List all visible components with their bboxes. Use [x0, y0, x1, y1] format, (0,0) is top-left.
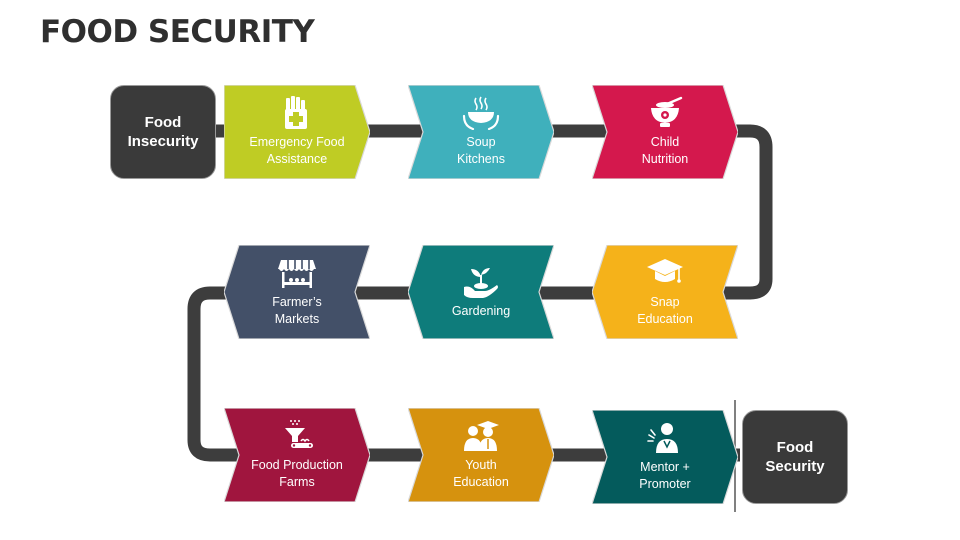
mentor-icon	[647, 423, 678, 453]
step-label: Food Production Farms	[251, 458, 343, 489]
step-gardening: Gardening	[408, 245, 554, 339]
step-mentor-promoter: Mentor + Promoter	[592, 410, 738, 504]
step-farmers-markets: Farmer’s Markets	[224, 245, 370, 339]
graduation-cap-icon	[647, 259, 683, 283]
step-snap-education: Snap Education	[592, 245, 738, 339]
step-child-nutrition: Child Nutrition	[592, 85, 738, 179]
start-label: Food Insecurity	[127, 114, 199, 150]
step-soup-kitchens: Soup Kitchens	[408, 85, 554, 179]
step-label: Mentor + Promoter	[639, 460, 691, 491]
step-emergency-food: Emergency Food Assistance	[224, 85, 370, 179]
step-label: Gardening	[451, 303, 511, 318]
end-label: Food Security	[765, 439, 825, 475]
step-label: Farmer’s Markets	[272, 295, 322, 326]
start-box: Food Insecurity	[110, 85, 216, 179]
page-title: FOOD SECURITY	[40, 14, 315, 50]
end-box: Food Security	[742, 410, 848, 504]
market-stall-icon	[278, 260, 316, 288]
soup-bowl-icon	[462, 96, 500, 130]
step-food-production-farms: Food Production Farms	[224, 408, 370, 502]
step-label: Child Nutrition	[641, 135, 689, 166]
step-label: Soup Kitchens	[457, 135, 505, 166]
step-label: Emergency Food Assistance	[249, 135, 345, 166]
students-icon	[464, 421, 499, 451]
funnel-production-icon	[285, 420, 313, 448]
plant-in-hand-icon	[464, 267, 498, 298]
step-label: Youth Education	[453, 458, 509, 489]
step-label: Snap Education	[637, 295, 693, 326]
baby-food-icon	[651, 96, 683, 127]
emergency-food-icon	[285, 96, 307, 129]
step-youth-education: Youth Education	[408, 408, 554, 502]
